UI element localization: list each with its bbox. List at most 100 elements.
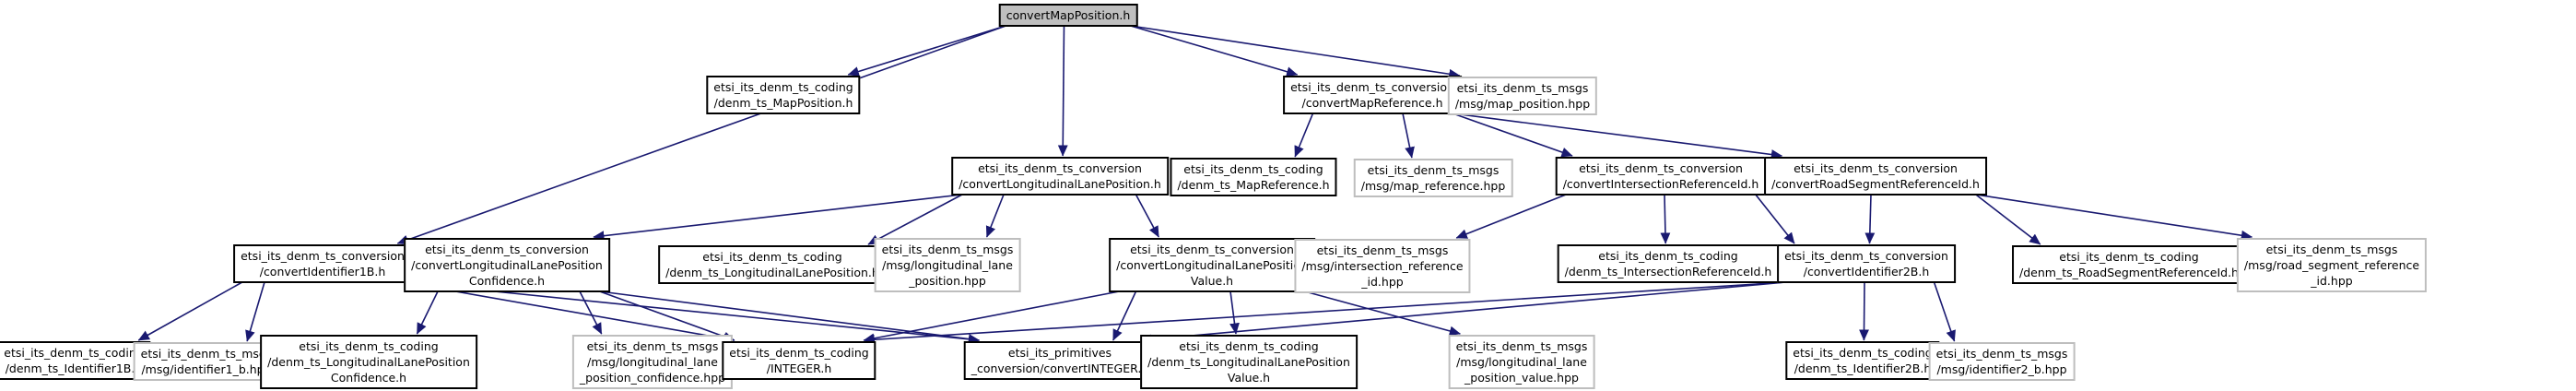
include-edge (863, 281, 1786, 345)
node-denm-ts-Identifier1B-h[interactable]: etsi_its_denm_ts_coding/denm_ts_Identifi… (0, 341, 151, 380)
node-label-line: etsi_its_denm_ts_msgs (2265, 243, 2398, 256)
node-label-line: etsi_its_denm_ts_coding (1793, 346, 1933, 360)
node-label-line: Confidence.h (468, 274, 546, 288)
node-label-line: /denm_ts_MapPosition.h (713, 96, 853, 110)
node-label-line: /denm_ts_LongitudinalLanePosition (1147, 355, 1350, 369)
include-edge (245, 281, 265, 342)
include-edge (1453, 113, 1783, 160)
include-edge (1755, 194, 1795, 244)
include-edge (593, 194, 963, 242)
node-label-line: /denm_ts_Identifier1B.h (5, 361, 143, 375)
node-label-line: etsi_its_denm_ts_msgs (1455, 339, 1588, 353)
node-label-line: /msg/identifier2_b.hpp (1936, 362, 2067, 376)
node-label-line: etsi_its_denm_ts_conversion (425, 243, 589, 256)
node-identifier2-b-hpp: etsi_its_denm_ts_msgs/msg/identifier2_b.… (1928, 342, 2076, 381)
node-label-line: etsi_its_denm_ts_conversion (1579, 161, 1743, 175)
node-label-line: etsi_its_denm_ts_coding (702, 250, 842, 264)
node-label-line: /INTEGER.h (766, 361, 832, 375)
node-label-line: /msg/map_reference.hpp (1360, 179, 1506, 193)
include-edge (1112, 290, 1137, 341)
node-convertMapPosition-h: convertMapPosition.h (998, 4, 1138, 27)
node-label-line: /convertLongitudinalLanePosition (411, 258, 603, 272)
node-label-line: etsi_its_denm_ts_coding (299, 339, 439, 353)
node-longitudinal-lane-position-confidence-hpp: etsi_its_denm_ts_msgs/msg/longitudinal_l… (571, 335, 734, 389)
node-convertLongitudinalLanePosition-h[interactable]: etsi_its_denm_ts_conversion/convertLongi… (951, 157, 1169, 196)
include-edge (863, 290, 1120, 344)
node-label-line: etsi_its_denm_ts_coding (1598, 249, 1738, 263)
include-edge (1975, 194, 2041, 245)
node-label-line: /msg/map_position.hpp (1454, 97, 1591, 111)
include-edge (1057, 25, 1068, 157)
include-edge (599, 290, 981, 344)
node-label-line: /denm_ts_MapReference.h (1177, 178, 1330, 192)
node-label-line: Confidence.h (330, 371, 407, 385)
include-edge (1229, 290, 1240, 335)
include-edge (1304, 290, 1461, 337)
include-edge (1864, 194, 1876, 244)
node-label-line: etsi_its_denm_ts_msgs (1935, 347, 2068, 361)
node-label-line: /convertIntersectionReferenceId.h (1562, 177, 1759, 191)
node-label-line: etsi_its_denm_ts_coding (1179, 339, 1319, 353)
node-label-line: /msg/longitudinal_lane (587, 355, 718, 369)
node-label-line: etsi_its_primitives (1007, 346, 1112, 360)
node-denm-ts-LongitudinalLanePositionValue-h[interactable]: etsi_its_denm_ts_coding/denm_ts_Longitud… (1140, 335, 1358, 389)
node-convertRoadSegmentReferenceId-h[interactable]: etsi_its_denm_ts_conversion/convertRoadS… (1764, 157, 1987, 196)
node-INTEGER-h[interactable]: etsi_its_denm_ts_coding/INTEGER.h (722, 341, 876, 380)
include-edge (1130, 25, 1461, 79)
include-edge (1660, 194, 1671, 244)
node-label-line: _id.hpp (1361, 275, 1404, 289)
node-denm-ts-LongitudinalLanePosition-h[interactable]: etsi_its_denm_ts_coding/denm_ts_Longitud… (658, 245, 887, 284)
include-edge (847, 25, 1006, 77)
node-road-segment-reference-id-hpp: etsi_its_denm_ts_msgs/msg/road_segment_r… (2236, 238, 2428, 292)
node-label-line: etsi_its_denm_ts_coding (2059, 250, 2199, 264)
node-label-line: /convertIdentifier1B.h (259, 265, 386, 278)
node-label-line: /msg/identifier1_b.hpp (141, 362, 272, 376)
node-longitudinal-lane-position-value-hpp: etsi_its_denm_ts_msgs/msg/longitudinal_l… (1448, 335, 1595, 389)
node-label-line: etsi_its_denm_ts_coding (4, 346, 144, 360)
node-label-line: Value.h (1190, 274, 1234, 288)
node-convertIdentifier1B-h[interactable]: etsi_its_denm_ts_conversion/convertIdent… (233, 244, 412, 283)
node-denm-ts-RoadSegmentReferenceId-h[interactable]: etsi_its_denm_ts_coding/denm_ts_RoadSegm… (2012, 245, 2246, 284)
node-label-line: /denm_ts_RoadSegmentReferenceId.h (2019, 266, 2239, 279)
node-convertMapReference-h[interactable]: etsi_its_denm_ts_conversion/convertMapRe… (1283, 76, 1462, 114)
include-edge (867, 194, 963, 245)
node-label-line: /convertIdentifier2B.h (1803, 265, 1930, 278)
include-edge (1135, 194, 1159, 238)
node-label-line: etsi_its_denm_ts_msgs (1456, 81, 1589, 95)
node-convertLongitudinalLanePositionValue-h[interactable]: etsi_its_denm_ts_conversion/convertLongi… (1109, 238, 1315, 292)
node-label-line: /convertLongitudinalLanePosition.h (959, 177, 1161, 191)
node-label-line: etsi_its_denm_ts_msgs (1316, 243, 1449, 257)
include-edge (1402, 113, 1415, 159)
node-label-line: etsi_its_denm_ts_msgs (881, 243, 1014, 256)
node-label-line: etsi_its_denm_ts_conversion (1130, 243, 1294, 256)
node-label-line: _id.hpp (2311, 274, 2353, 288)
include-edge (1452, 113, 1573, 158)
node-label-line: _position_confidence.hpp (579, 371, 726, 385)
node-label-line: _position.hpp (909, 274, 986, 288)
node-convertIdentifier2B-h[interactable]: etsi_its_denm_ts_conversion/convertIdent… (1777, 244, 1956, 283)
node-convertLongitudinalLanePositionConfidence-h[interactable]: etsi_its_denm_ts_conversion/convertLongi… (404, 238, 610, 292)
include-edge (1455, 194, 1567, 239)
node-label-line: /denm_ts_IntersectionReferenceId.h (1564, 265, 1772, 278)
node-map-reference-hpp: etsi_its_denm_ts_msgs/msg/map_reference.… (1353, 159, 1513, 197)
node-convertINTEGER-h[interactable]: etsi_its_primitives_conversion/convertIN… (963, 341, 1157, 380)
node-label-line: /convertLongitudinalLanePosition (1116, 258, 1308, 272)
node-label-line: etsi_its_denm_ts_conversion (1784, 249, 1948, 263)
include-edge (137, 281, 243, 341)
node-label-line: etsi_its_denm_ts_msgs (586, 339, 719, 353)
node-denm-ts-IntersectionReferenceId-h[interactable]: etsi_its_denm_ts_coding/denm_ts_Intersec… (1557, 244, 1780, 283)
node-label-line: etsi_its_denm_ts_conversion (1794, 161, 1958, 175)
node-denm-ts-LongitudinalLanePositionConfidence-h[interactable]: etsi_its_denm_ts_coding/denm_ts_Longitud… (260, 335, 477, 389)
include-edge (1139, 281, 1786, 345)
node-label-line: etsi_its_denm_ts_coding (1183, 162, 1323, 176)
include-edge (579, 290, 603, 335)
node-label-line: /convertMapReference.h (1301, 96, 1443, 110)
node-denm-ts-MapPosition-h[interactable]: etsi_its_denm_ts_coding/denm_ts_MapPosit… (706, 76, 861, 114)
node-label-line: /msg/road_segment_reference (2243, 258, 2420, 272)
node-denm-ts-MapReference-h[interactable]: etsi_its_denm_ts_coding/denm_ts_MapRefer… (1170, 158, 1337, 196)
node-map-position-hpp: etsi_its_denm_ts_msgs/msg/map_position.h… (1447, 77, 1598, 115)
node-label-line: etsi_its_denm_ts_conversion (1290, 80, 1454, 94)
node-denm-ts-Identifier2B-h[interactable]: etsi_its_denm_ts_coding/denm_ts_Identifi… (1785, 341, 1940, 380)
node-convertIntersectionReferenceId-h[interactable]: etsi_its_denm_ts_conversion/convertInter… (1555, 157, 1767, 196)
